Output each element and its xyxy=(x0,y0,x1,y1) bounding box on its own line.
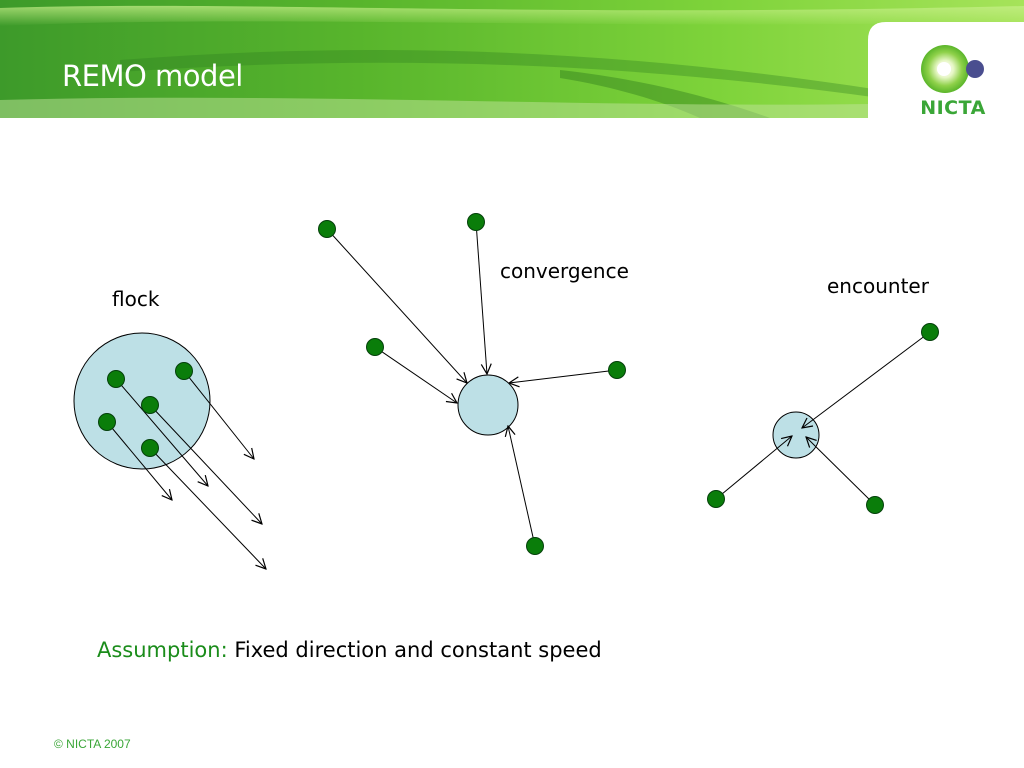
convergence-group xyxy=(318,213,626,555)
encounter-label: encounter xyxy=(827,274,929,298)
flock-arrow xyxy=(149,447,266,569)
copyright-footer: © NICTA 2007 xyxy=(54,737,131,751)
flock-arrow xyxy=(183,370,254,459)
convergence-node xyxy=(366,338,384,356)
assumption-line: Assumption: Fixed direction and constant… xyxy=(97,636,602,664)
flock-arrow xyxy=(106,421,172,500)
assumption-text: Fixed direction and constant speed xyxy=(234,638,602,662)
flock-node xyxy=(141,396,159,414)
encounter-node xyxy=(707,490,725,508)
flock-arrow xyxy=(115,378,208,486)
convergence-region xyxy=(457,374,519,436)
convergence-node xyxy=(318,220,336,238)
logo-text: NICTA xyxy=(920,97,986,119)
convergence-arrow xyxy=(475,221,487,374)
convergence-arrow xyxy=(508,426,536,547)
flock-label: flock xyxy=(112,287,160,311)
header-background xyxy=(0,0,1024,118)
convergence-arrow xyxy=(326,228,467,383)
encounter-region xyxy=(772,411,820,459)
flock-node xyxy=(107,370,125,388)
encounter-arrow xyxy=(806,437,876,506)
convergence-node xyxy=(608,361,626,379)
encounter-arrow xyxy=(715,436,792,500)
convergence-node xyxy=(526,537,544,555)
flock-arrow xyxy=(149,404,262,524)
encounter-arrow xyxy=(802,331,931,428)
encounter-group xyxy=(707,323,939,514)
encounter-node xyxy=(866,496,884,514)
flock-node xyxy=(175,362,193,380)
convergence-label: convergence xyxy=(500,259,629,283)
convergence-node xyxy=(467,213,485,231)
logo-blue-dot-icon xyxy=(966,60,984,78)
encounter-node xyxy=(921,323,939,341)
header-banner: REMO model NICTA xyxy=(0,0,1024,119)
convergence-arrow xyxy=(374,346,457,403)
flock-group xyxy=(73,332,266,569)
assumption-label: Assumption: xyxy=(97,638,228,662)
flock-node xyxy=(141,439,159,457)
flock-node xyxy=(98,413,116,431)
slide-title: REMO model xyxy=(62,59,243,93)
convergence-arrow xyxy=(509,369,618,383)
